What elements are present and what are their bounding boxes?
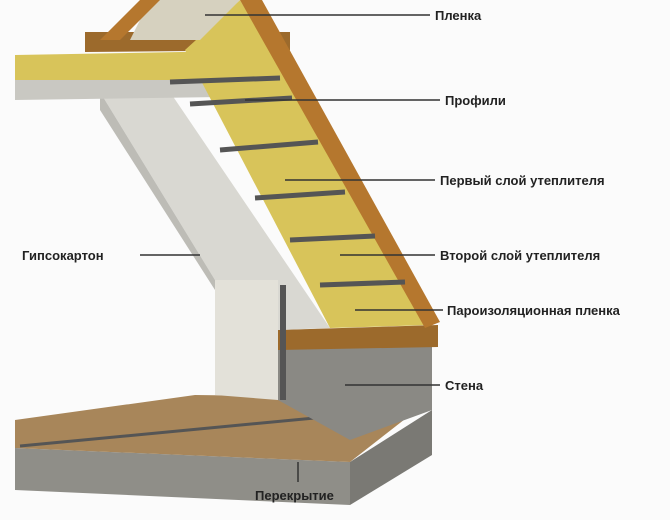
label-profiles: Профили [445, 93, 506, 108]
label-floor-slab: Перекрытие [255, 488, 334, 503]
floor-slab-side [350, 410, 432, 505]
label-vapor-barrier: Пароизоляционная пленка [447, 303, 621, 318]
rafter-left [100, 0, 160, 40]
floor-slab [15, 448, 350, 505]
label-first-insulation: Первый слой утеплителя [440, 173, 605, 188]
drywall-slope [100, 92, 330, 330]
label-film: Пленка [435, 8, 482, 23]
drywall-shadow [100, 92, 215, 290]
wall [278, 345, 432, 440]
wall-top-beam [278, 325, 438, 350]
knee-wall [215, 280, 278, 400]
label-wall: Стена [445, 378, 484, 393]
rafter-film-area [130, 0, 240, 40]
label-drywall: Гипсокартон [22, 248, 104, 263]
support-post [280, 285, 286, 400]
profiles [169, 75, 406, 288]
label-second-insulation: Второй слой утеплителя [440, 248, 600, 263]
rafter-outer [240, 0, 440, 328]
roof-insulation [185, 0, 430, 328]
